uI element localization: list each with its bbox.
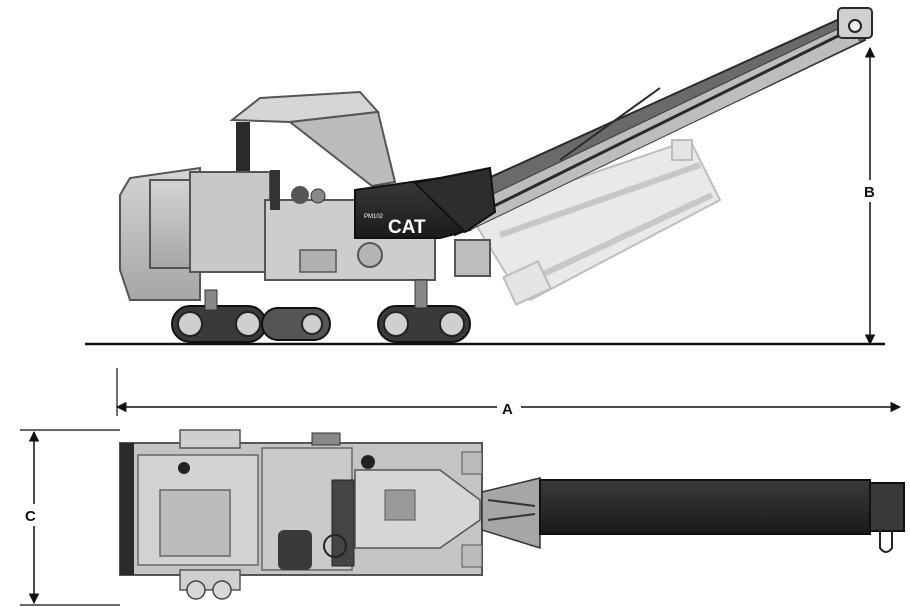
dimension-b: B (860, 46, 880, 346)
top-view (119, 429, 905, 600)
side-view: PM102 CAT B (85, 7, 885, 346)
dimension-b-label: B (864, 184, 875, 201)
brand-logo: CAT (388, 217, 426, 238)
dimension-a-label: A (502, 401, 513, 418)
conveyor-top (481, 477, 905, 553)
model-label: PM102 (364, 214, 384, 220)
machine-body: PM102 CAT (119, 166, 497, 301)
dimension-c-label: C (25, 508, 36, 525)
front-tracks (204, 279, 471, 343)
rear-tracks (171, 305, 331, 343)
lowered-conveyor-ghost (468, 138, 722, 306)
dimension-a: A (115, 368, 902, 418)
operator-canopy (229, 90, 397, 188)
dimension-c: C (20, 429, 120, 606)
